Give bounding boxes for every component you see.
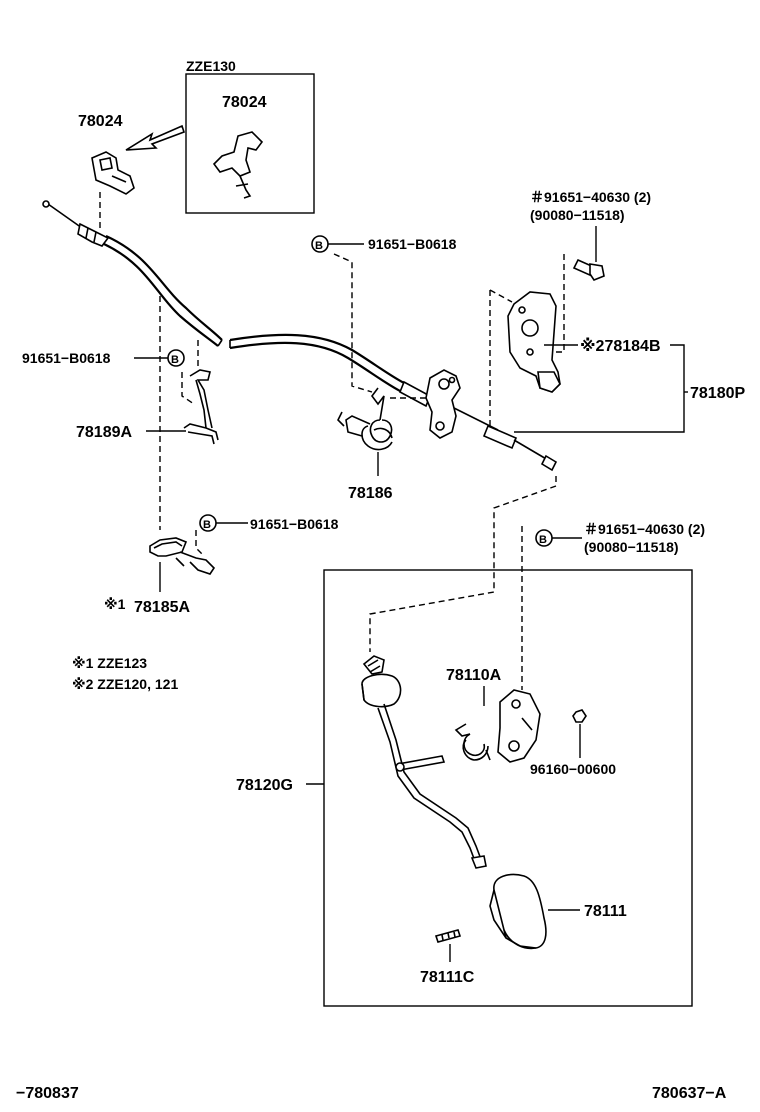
inset-arrow [125, 124, 186, 151]
part-78111c-label: 78111C [420, 969, 475, 986]
bolt-label-mid-2: (90080−11518) [584, 539, 679, 555]
part-78120g-label: 78120G [236, 777, 293, 794]
bracket-78024 [91, 151, 135, 195]
footer-right-code: 780637−A [652, 1085, 727, 1102]
bolt-b-icon: B [535, 529, 553, 547]
svg-text:B: B [171, 354, 179, 366]
bolt-top-right [572, 258, 605, 281]
nut-96160 [572, 709, 587, 723]
spring-78186 [337, 387, 393, 451]
bolt-b-icon: B [167, 349, 185, 367]
spring-78110a [454, 723, 491, 761]
cable-bracket [425, 369, 461, 439]
pedal-pad-78111 [489, 873, 547, 950]
bracket-78110a [497, 689, 541, 763]
bolt-label-mid-1: ＃91651−40630 (2) [584, 521, 705, 537]
pedal-arm-78120g [361, 655, 487, 869]
svg-text:B: B [315, 240, 323, 252]
pin-78111c [434, 929, 462, 943]
bolt-b-label-2: 91651−B0618 [22, 350, 111, 366]
bolt-b-icon: B [311, 235, 329, 253]
part-78024-label: 78024 [78, 113, 123, 130]
pedal-assembly-box [323, 569, 693, 1007]
part-78186-label: 78186 [348, 485, 393, 502]
part-78110a-label: 78110A [446, 667, 502, 684]
inset-zze130: ZZE130 78024 [185, 58, 315, 214]
clip-78185a [149, 537, 216, 575]
bolt-label-top-2: (90080−11518) [530, 207, 625, 223]
footer-left-code: −780837 [16, 1085, 79, 1102]
bolt-label-top-1: ＃91651−40630 (2) [530, 189, 651, 205]
part-78185a-label: 78185A [134, 599, 190, 616]
bolt-b-icon: B [199, 514, 217, 532]
svg-text:B: B [539, 534, 547, 546]
note-2: ※2 ZZE120, 121 [72, 676, 178, 692]
bracket-inset-foot [239, 175, 252, 199]
bolt-b-label-3: 91651−B0618 [250, 516, 339, 532]
inset-part-label: 78024 [222, 94, 267, 111]
svg-text:B: B [203, 519, 211, 531]
bolt-b-label-1: 91651−B0618 [368, 236, 457, 252]
note-1: ※1 ZZE123 [72, 655, 147, 671]
clip-78189a [183, 369, 219, 445]
bracket-inset-drawing [212, 131, 264, 177]
part-78180p-label: 78180P [690, 385, 745, 402]
part-78111-label: 78111 [584, 903, 627, 920]
plate-78184b [507, 291, 561, 393]
part-78185a-mark: ※1 [104, 596, 126, 612]
part-78189a-label: 78189A [76, 424, 132, 441]
inset-title: ZZE130 [186, 58, 236, 74]
part-96160-label: 96160−00600 [530, 761, 616, 777]
part-78184b-label: ※278184B [580, 337, 661, 355]
